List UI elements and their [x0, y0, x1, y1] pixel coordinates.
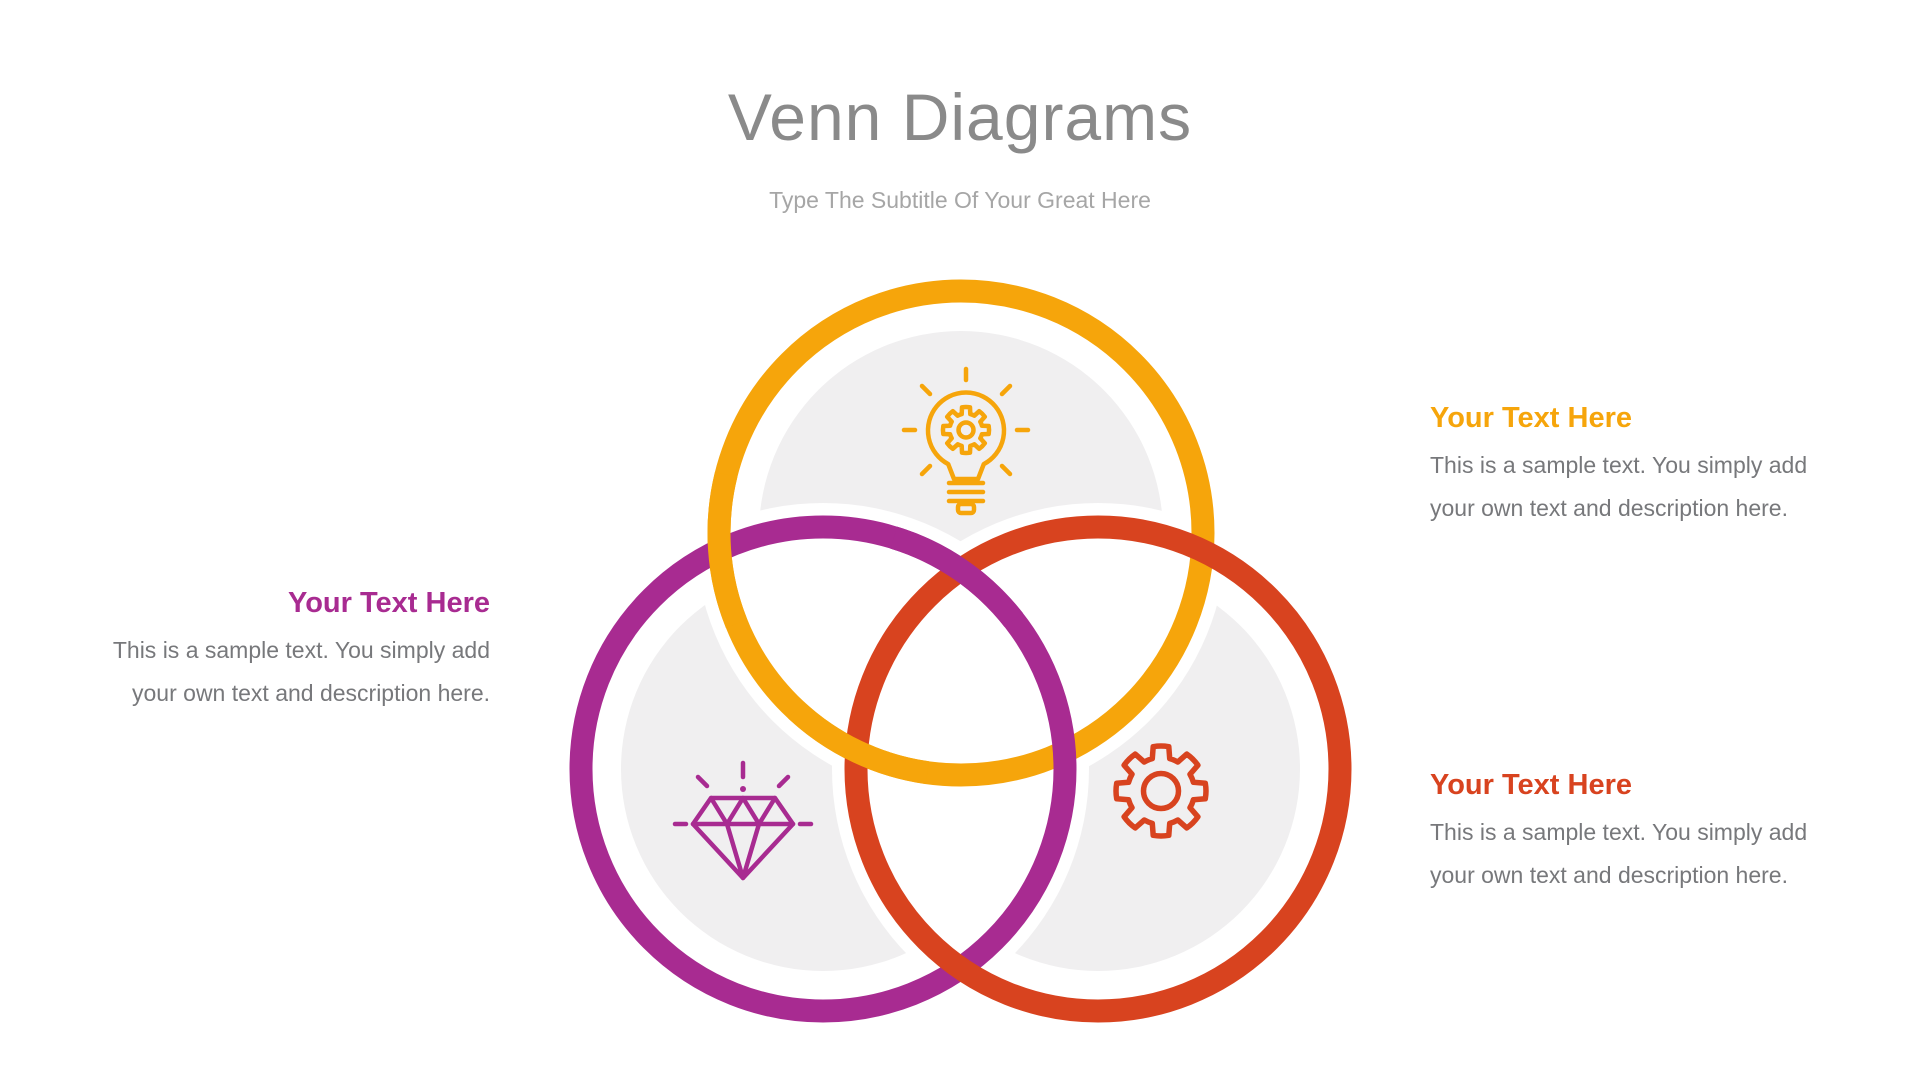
weave-orange-over-red — [788, 701, 930, 784]
annotation-body-line: your own text and description here. — [1430, 862, 1788, 888]
left-circle-ring — [569, 515, 1077, 1023]
annotation-heading: Your Text Here — [1430, 402, 1632, 434]
right-circle-disc — [896, 567, 1300, 971]
annotation-body-line: your own text and description here. — [1430, 495, 1788, 521]
page-title: Venn Diagrams — [727, 80, 1193, 154]
weave-magenta-over-red — [890, 526, 1023, 628]
annotation-heading: Your Text Here — [1430, 769, 1632, 801]
annotation-body-line: This is a sample text. You simply add — [1430, 819, 1808, 845]
gear-icon — [1113, 743, 1209, 839]
annotation-bottom-right: Your Text Here This is a sample text. Yo… — [1430, 767, 1807, 897]
annotation-body-line: your own text and description here. — [132, 680, 490, 706]
annotation-body-line: This is a sample text. You simply add — [112, 637, 490, 663]
weave-orange-over-magenta — [707, 471, 748, 629]
right-circle-ring — [844, 515, 1352, 1023]
diamond-icon — [672, 760, 814, 881]
annotation-heading: Your Text Here — [288, 587, 490, 619]
annotation-top-right: Your Text Here This is a sample text. Yo… — [1430, 400, 1807, 530]
lightbulb-gear-icon — [901, 366, 1031, 516]
annotation-body-line: This is a sample text. You simply add — [1430, 452, 1808, 478]
annotation-left: Your Text Here This is a sample text. Yo… — [113, 585, 490, 715]
page-subtitle: Type The Subtitle Of Your Great Here — [769, 187, 1151, 213]
